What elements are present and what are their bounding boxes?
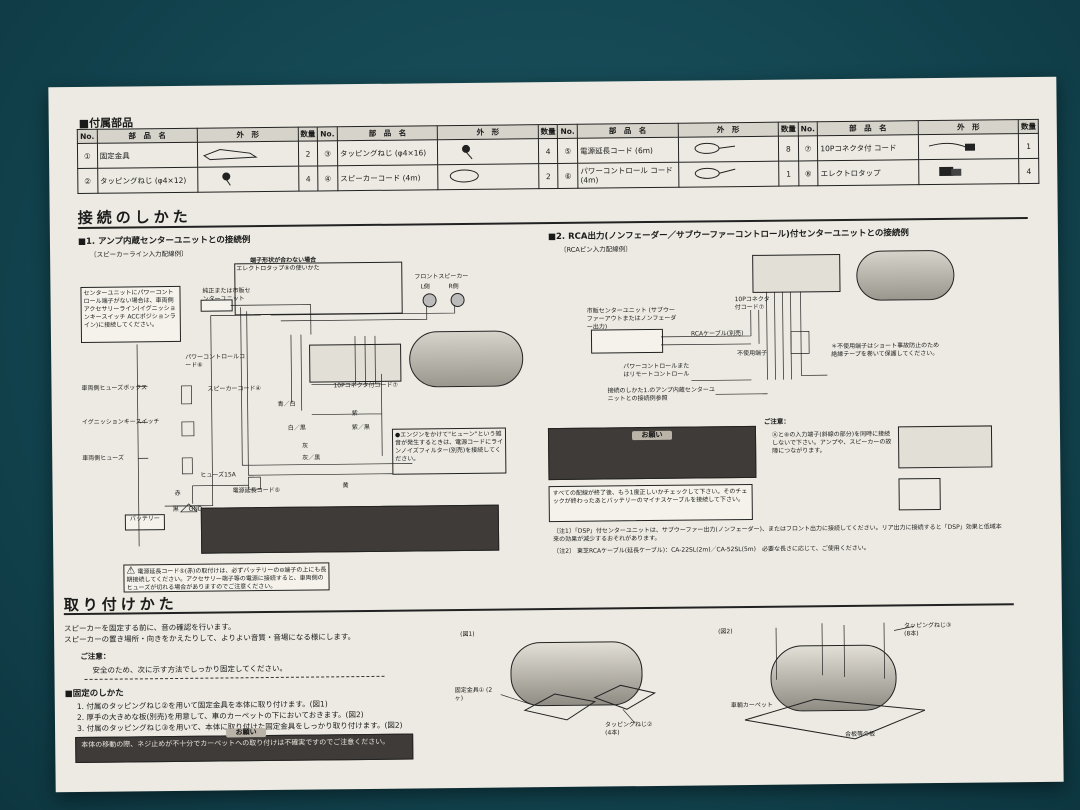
instruction-sheet: ■付属部品 No.部 品 名外 形数量 No.部 品 名外 形数量 No.部 品… bbox=[48, 76, 1064, 793]
fig2-screw-label: タッピングねじ③ (8本) bbox=[903, 621, 952, 638]
electro-tap-icon bbox=[918, 158, 1020, 185]
fig2-board-lines bbox=[744, 622, 926, 740]
fig2-carpet-label: 車輌カーペット bbox=[730, 701, 773, 710]
fig2-board-label: 合板等の板 bbox=[845, 730, 876, 738]
rca-diagram-lines bbox=[660, 291, 828, 395]
power-cord-icon bbox=[678, 161, 779, 188]
wiring-diagram-lines bbox=[136, 304, 456, 547]
parts-table: No.部 品 名外 形数量 No.部 品 名外 形数量 No.部 品 名外 形数… bbox=[77, 119, 1040, 194]
screw-icon bbox=[437, 138, 539, 165]
bracket-icon bbox=[197, 141, 299, 168]
screw-icon bbox=[197, 166, 299, 193]
cord-icon bbox=[677, 136, 779, 163]
speaker-cord-icon bbox=[437, 163, 539, 190]
fig1-bracket-lines bbox=[500, 684, 657, 724]
connector-cord-icon bbox=[918, 133, 1019, 160]
